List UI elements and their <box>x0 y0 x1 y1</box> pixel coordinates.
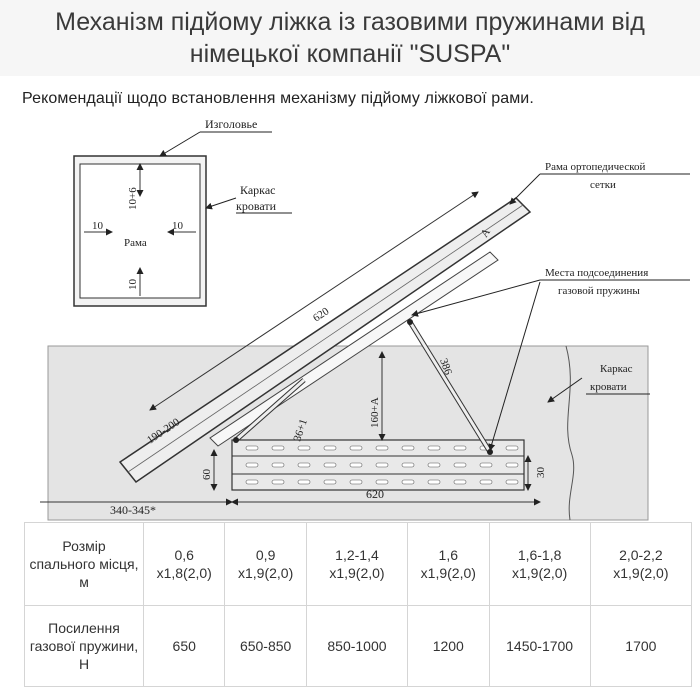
dim-spring-length: 386 <box>437 357 454 377</box>
rail-hole <box>401 445 415 451</box>
carcass-label-2: кровати <box>590 381 627 393</box>
table-cell: 1450-1700 <box>488 605 591 687</box>
rail-hole <box>453 445 467 451</box>
table-row: Розмір спального місця, м 0,6 х1,8(2,0) … <box>24 522 693 606</box>
rail-hole <box>245 445 259 451</box>
dim-base-length: 620 <box>366 487 384 501</box>
rail-hole <box>505 479 519 485</box>
spring-spec-table: Розмір спального місця, м 0,6 х1,8(2,0) … <box>24 522 693 687</box>
dim-top-gap: 10+6 <box>127 187 139 210</box>
dim-left-offset: 340-345* <box>110 503 156 517</box>
rail-hole <box>375 462 389 468</box>
rail-hole <box>297 462 311 468</box>
rail-hole <box>297 479 311 485</box>
table-cell: 1,6-1,8 х1,9(2,0) <box>488 522 591 606</box>
rail-hole <box>479 479 493 485</box>
rail-hole <box>349 479 363 485</box>
rail-hole <box>401 462 415 468</box>
table-cell: 1,6 х1,9(2,0) <box>407 522 490 606</box>
row-header-size: Розмір спального місця, м <box>24 522 144 606</box>
dim-base-height: 60 <box>201 469 213 481</box>
rail-hole <box>479 462 493 468</box>
row-header-force: Посилення газової пружини, Н <box>24 605 144 687</box>
title-band: Механізм підйому ліжка із газовими пружи… <box>0 0 700 76</box>
table-cell: 2,0-2,2 х1,9(2,0) <box>589 522 693 606</box>
rail-hole <box>271 479 285 485</box>
dim-bottom-gap: 10 <box>127 279 139 291</box>
carcass-break-line <box>565 345 575 521</box>
ortho-label-1: Рама ортопедической <box>545 161 645 173</box>
rail-hole <box>505 445 519 451</box>
table-cell: 1200 <box>407 605 490 687</box>
rail-hole <box>349 445 363 451</box>
bed-lift-diagram: 10+6 10 10 10 Рама Изголовье Каркас кров… <box>40 117 690 521</box>
dim-left-gap: 10 <box>92 220 104 232</box>
dim-rail-height: 30 <box>535 467 547 479</box>
table-cell: 850-1000 <box>305 605 409 687</box>
page-title: Механізм підйому ліжка із газовими пружи… <box>55 8 645 68</box>
rail-hole <box>453 462 467 468</box>
page-subtitle: Рекомендації щодо встановлення механізму… <box>22 90 534 107</box>
rail-hole <box>323 479 337 485</box>
rail-hole <box>427 462 441 468</box>
headboard-label: Изголовье <box>205 117 257 131</box>
table-cell: 1,2-1,4 х1,9(2,0) <box>305 522 409 606</box>
frame-label: Рама <box>124 237 147 249</box>
bed-carcass-block <box>47 345 649 521</box>
table-cell: 0,6 х1,8(2,0) <box>142 522 226 606</box>
bed-frame-label-1: Каркас <box>240 183 275 197</box>
rail-hole <box>349 462 363 468</box>
rail-hole <box>271 462 285 468</box>
rail-hole <box>245 479 259 485</box>
dim-right-gap: 10 <box>172 220 184 232</box>
table-cell: 1700 <box>589 605 693 687</box>
rail-hole <box>323 462 337 468</box>
rail-hole <box>505 462 519 468</box>
rail-hole <box>427 445 441 451</box>
carcass-label-1: Каркас <box>600 363 633 375</box>
rail-hole <box>375 479 389 485</box>
rail-hole <box>427 479 441 485</box>
dim-lift-height: 160+A <box>369 397 381 428</box>
rail-hole <box>453 479 467 485</box>
bed-frame-label-2: кровати <box>236 199 277 213</box>
spring-label-1: Места подсоединения <box>545 267 648 279</box>
table-cell: 650 <box>142 605 226 687</box>
table-cell: 650-850 <box>224 605 307 687</box>
table-row: Посилення газової пружини, Н 650 650-850… <box>24 605 693 687</box>
rail-hole <box>297 445 311 451</box>
rail-hole <box>271 445 285 451</box>
ortho-label-2: сетки <box>590 179 616 191</box>
rail-hole <box>401 479 415 485</box>
spring-label-2: газовой пружины <box>558 285 640 297</box>
rail-hole <box>323 445 337 451</box>
rail-hole <box>245 462 259 468</box>
rail-hole <box>375 445 389 451</box>
dim-frame-length: 620 <box>311 305 332 324</box>
table-cell: 0,9 х1,9(2,0) <box>224 522 307 606</box>
